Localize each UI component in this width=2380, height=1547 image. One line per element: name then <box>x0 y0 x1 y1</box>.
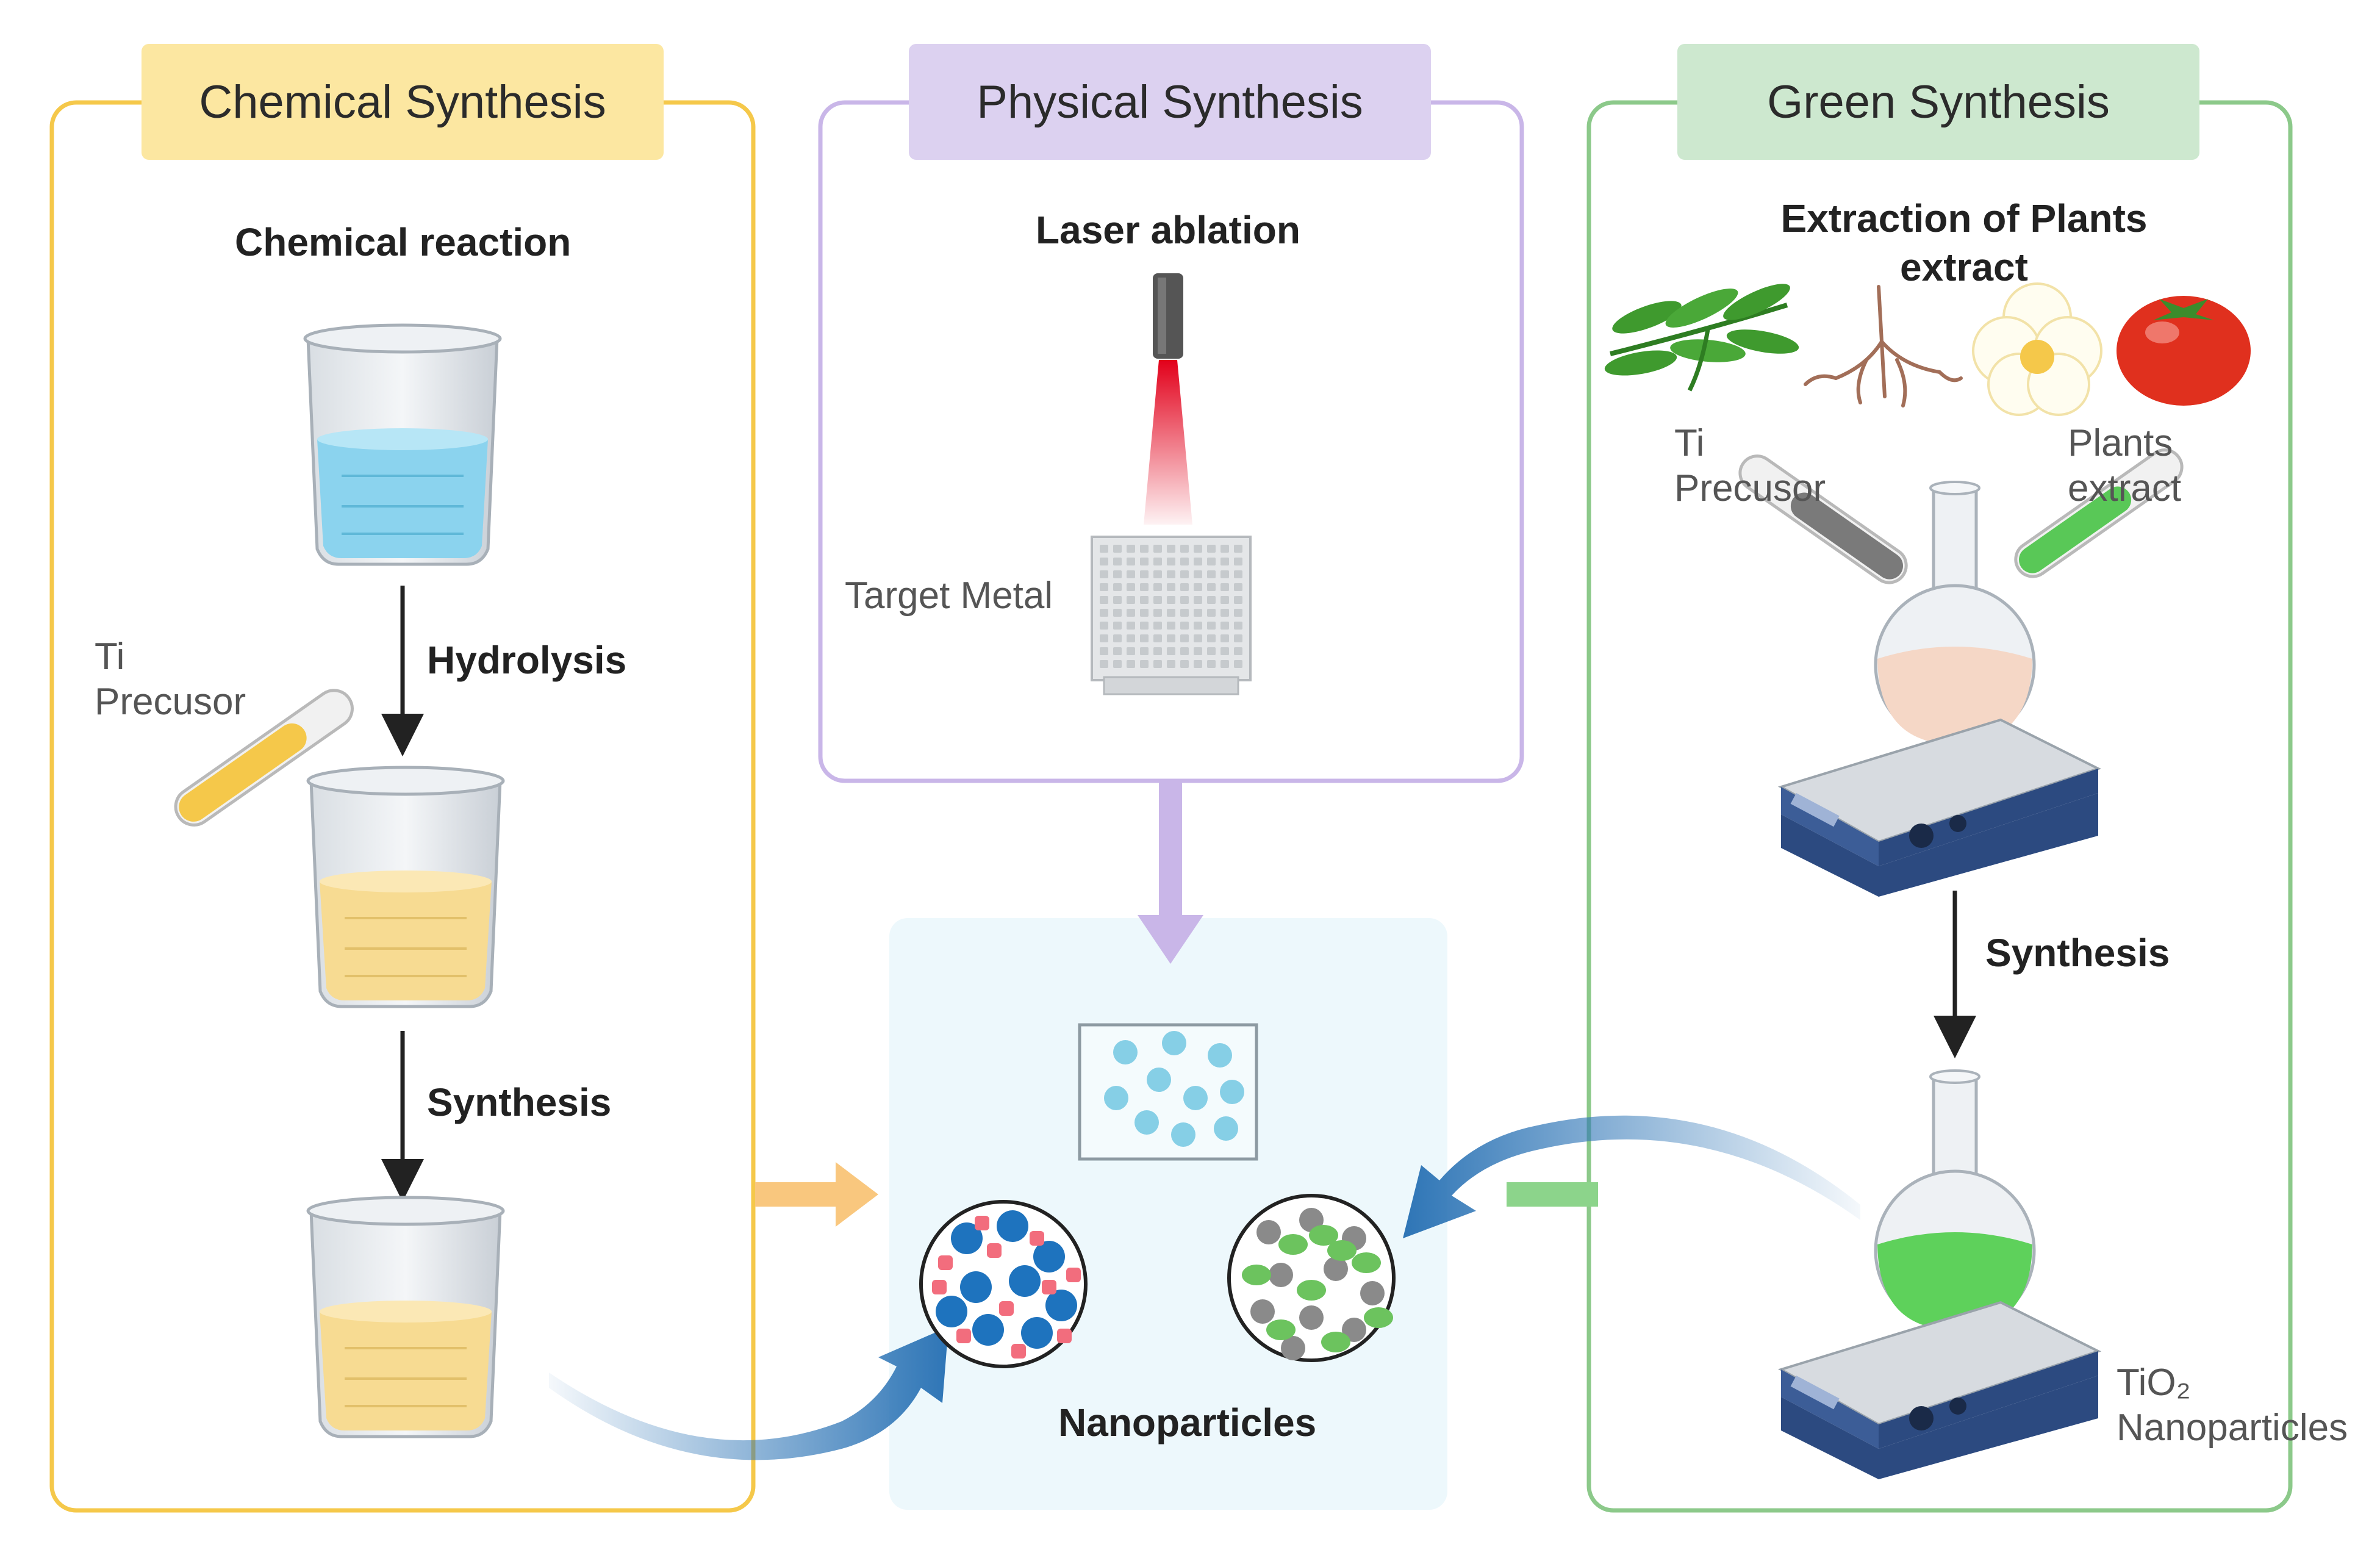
laser-ablation-label: Laser ablation <box>1036 208 1300 252</box>
test-tube-icon <box>2014 448 2184 578</box>
nanoparticle-dot <box>1281 1336 1305 1360</box>
curved-arrow-icon <box>1403 1115 1860 1238</box>
test-tube-icon <box>174 689 354 827</box>
nanoparticle-dot <box>1364 1307 1393 1328</box>
nanoparticle-dot <box>1220 1080 1244 1104</box>
nanoparticle-dot <box>1266 1319 1296 1340</box>
synthesis-label: Synthesis <box>427 1080 612 1124</box>
ti-precursor-label: Ti Precusor <box>95 636 246 723</box>
nanoparticle-circle-icon <box>1227 1194 1396 1362</box>
green-to-nano-arrow <box>1507 1182 1598 1207</box>
nanoparticle-dot <box>1360 1281 1385 1305</box>
nanoparticle-dot <box>1256 1220 1281 1244</box>
nanoparticle-dot <box>1208 1043 1232 1068</box>
nanoparticle-dot <box>1045 1290 1077 1321</box>
nanoparticle-dot <box>938 1255 953 1270</box>
nanoparticle-dot <box>1033 1241 1065 1272</box>
nanoparticle-dot <box>932 1280 947 1294</box>
nanoparticle-dot <box>972 1314 1004 1346</box>
nanoparticle-dot <box>1309 1225 1338 1246</box>
nanoparticle-dot <box>1299 1305 1324 1330</box>
nanoparticle-dot <box>1342 1318 1366 1342</box>
nanoparticle-box-icon <box>1078 1023 1258 1161</box>
nanoparticle-dot <box>1324 1257 1348 1281</box>
nanoparticle-dot <box>975 1216 989 1230</box>
plants-extract-label: Plants extract <box>2068 422 2182 510</box>
curved-arrow-icon <box>549 1327 948 1460</box>
nanoparticle-dot <box>1134 1110 1159 1135</box>
root-icon <box>1804 285 1963 407</box>
leaf-icon <box>1604 284 1799 392</box>
nanoparticle-dot <box>997 1210 1028 1242</box>
hot-plate-stirrer-icon <box>1777 1301 2102 1479</box>
nanoparticle-dot <box>1171 1122 1195 1147</box>
beaker-icon <box>306 766 505 1008</box>
flower-icon <box>1972 282 2102 416</box>
nanoparticle-circle-icon <box>919 1200 1088 1368</box>
nanoparticle-dot <box>1214 1116 1238 1141</box>
nanoparticle-dot <box>1021 1317 1053 1349</box>
chemical-synthesis-title: Chemical Synthesis <box>199 76 606 128</box>
nanoparticle-dot <box>999 1301 1014 1316</box>
physical-to-nano-arrow <box>1138 782 1203 964</box>
chemical-header-bg <box>142 44 664 160</box>
nanoparticle-dot <box>1269 1263 1293 1287</box>
tomato-icon <box>2117 296 2251 406</box>
extraction-label: Extraction of Plants extract <box>1780 196 2148 289</box>
flask-icon <box>1874 1069 2036 1332</box>
nanoparticle-dot <box>956 1329 971 1343</box>
physical-header-bg <box>909 44 1431 160</box>
beaker-icon <box>306 1196 505 1438</box>
nanoparticle-dot <box>1147 1068 1171 1092</box>
nanoparticle-dot <box>1042 1280 1056 1294</box>
target-metal-label: Target Metal <box>845 575 1053 617</box>
nanoparticle-dot <box>960 1271 992 1303</box>
chemical-to-nano-arrow <box>755 1162 878 1227</box>
flask-icon <box>1874 481 2036 746</box>
nanoparticle-dot <box>1113 1040 1138 1064</box>
nanoparticle-dot <box>1104 1086 1128 1110</box>
green-synthesis-title: Green Synthesis <box>1767 76 2110 128</box>
target-metal-icon <box>1091 536 1252 695</box>
nanoparticle-dot <box>1250 1299 1275 1324</box>
nanoparticle-dot <box>1183 1086 1208 1110</box>
nanoparticles-label: Nanoparticles <box>1058 1401 1317 1445</box>
nanoparticle-dot <box>1297 1280 1326 1301</box>
hydrolysis-label: Hydrolysis <box>427 638 627 682</box>
green-header-bg <box>1677 44 2199 160</box>
nanoparticle-dot <box>1242 1265 1271 1285</box>
laser-icon <box>1144 273 1192 525</box>
nanoparticle-dot <box>1327 1240 1357 1261</box>
nanoparticle-dot <box>1352 1252 1381 1273</box>
chemical-reaction-label: Chemical reaction <box>235 220 572 264</box>
nanoparticle-dot <box>1321 1332 1350 1352</box>
test-tube-icon <box>1738 454 1908 584</box>
nanoparticle-dot <box>1057 1329 1072 1343</box>
nanoparticle-dot <box>1030 1231 1044 1246</box>
nanoparticle-dot <box>1066 1268 1081 1282</box>
nanoparticle-dot <box>987 1243 1002 1258</box>
green-synthesis-label: Synthesis <box>1985 931 2170 975</box>
nanoparticle-dot <box>951 1222 983 1254</box>
beaker-icon <box>303 323 502 566</box>
physical-synthesis-title: Physical Synthesis <box>977 76 1363 128</box>
hot-plate-stirrer-icon <box>1777 718 2102 897</box>
nanoparticle-dot <box>1278 1234 1308 1255</box>
green-ti-precursor-label: Ti Precusor <box>1674 422 1826 510</box>
nanoparticle-dot <box>1011 1344 1026 1359</box>
nanoparticle-dot <box>936 1296 967 1327</box>
nanoparticle-dot <box>1162 1031 1186 1055</box>
nanoparticle-dot <box>1009 1265 1041 1297</box>
tio2-nanoparticles-label: TiO₂ Nanoparticles <box>2117 1362 2348 1449</box>
